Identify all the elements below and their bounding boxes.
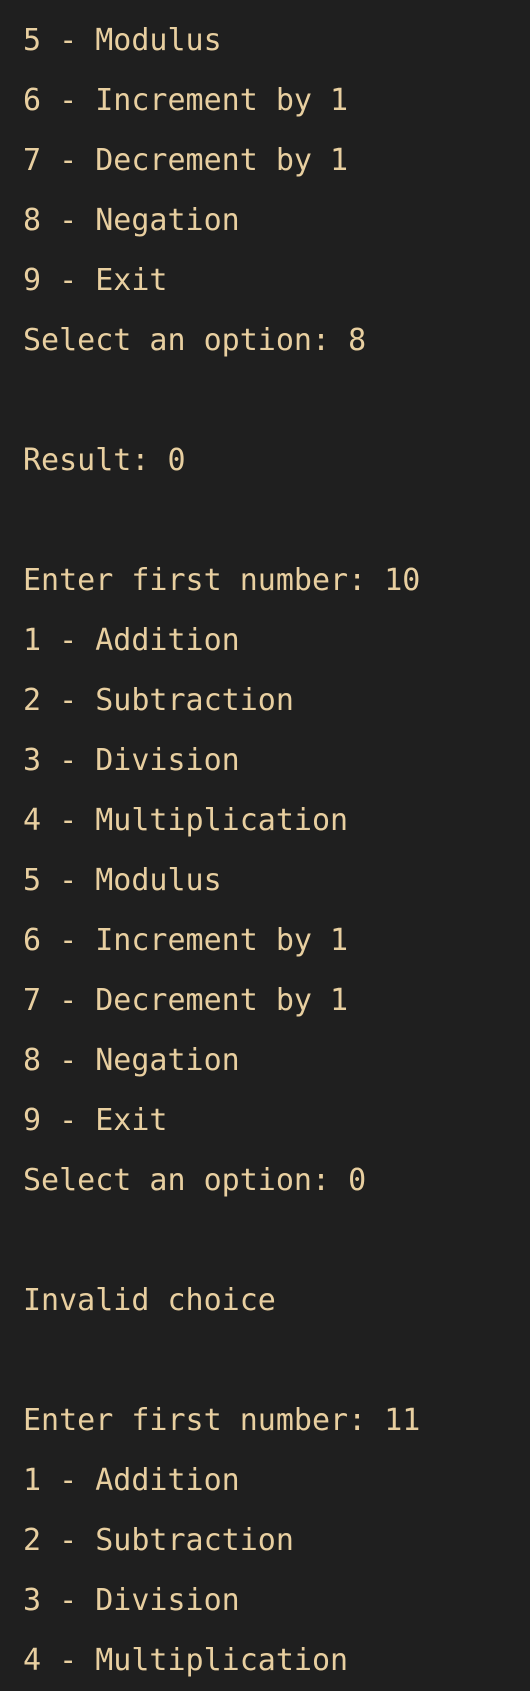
terminal-line: 5 - Modulus (23, 23, 222, 58)
terminal-line: 2 - Subtraction (23, 683, 294, 718)
result-line: Result: 0 (23, 443, 186, 478)
prompt-line: Select an option: 0 (23, 1163, 367, 1198)
terminal-line: 7 - Decrement by 1 (23, 143, 349, 178)
blank-line (23, 1211, 420, 1271)
terminal-output: 5 - Modulus 6 - Increment by 1 7 - Decre… (23, 11, 420, 1691)
prompt-line: Enter first number: 10 (23, 563, 421, 598)
prompt-line: Select an option: 8 (23, 323, 367, 358)
terminal-line: 1 - Addition (23, 623, 240, 658)
terminal-line: 4 - Multiplication (23, 1643, 349, 1678)
terminal-line: 8 - Negation (23, 1043, 240, 1078)
terminal-line: 1 - Addition (23, 1463, 240, 1498)
terminal-line: 3 - Division (23, 743, 240, 778)
terminal-line: 2 - Subtraction (23, 1523, 294, 1558)
terminal-line: 6 - Increment by 1 (23, 83, 349, 118)
terminal-line: 4 - Multiplication (23, 803, 349, 838)
terminal-line: 3 - Division (23, 1583, 240, 1618)
terminal-line: 8 - Negation (23, 203, 240, 238)
blank-line (23, 371, 420, 431)
blank-line (23, 491, 420, 551)
terminal-line: 7 - Decrement by 1 (23, 983, 349, 1018)
terminal-line: 6 - Increment by 1 (23, 923, 349, 958)
terminal-line: 5 - Modulus (23, 863, 222, 898)
terminal-line: 9 - Exit (23, 1103, 168, 1138)
terminal-line: 9 - Exit (23, 263, 168, 298)
blank-line (23, 1331, 420, 1391)
error-line: Invalid choice (23, 1283, 276, 1318)
prompt-line: Enter first number: 11 (23, 1403, 421, 1438)
